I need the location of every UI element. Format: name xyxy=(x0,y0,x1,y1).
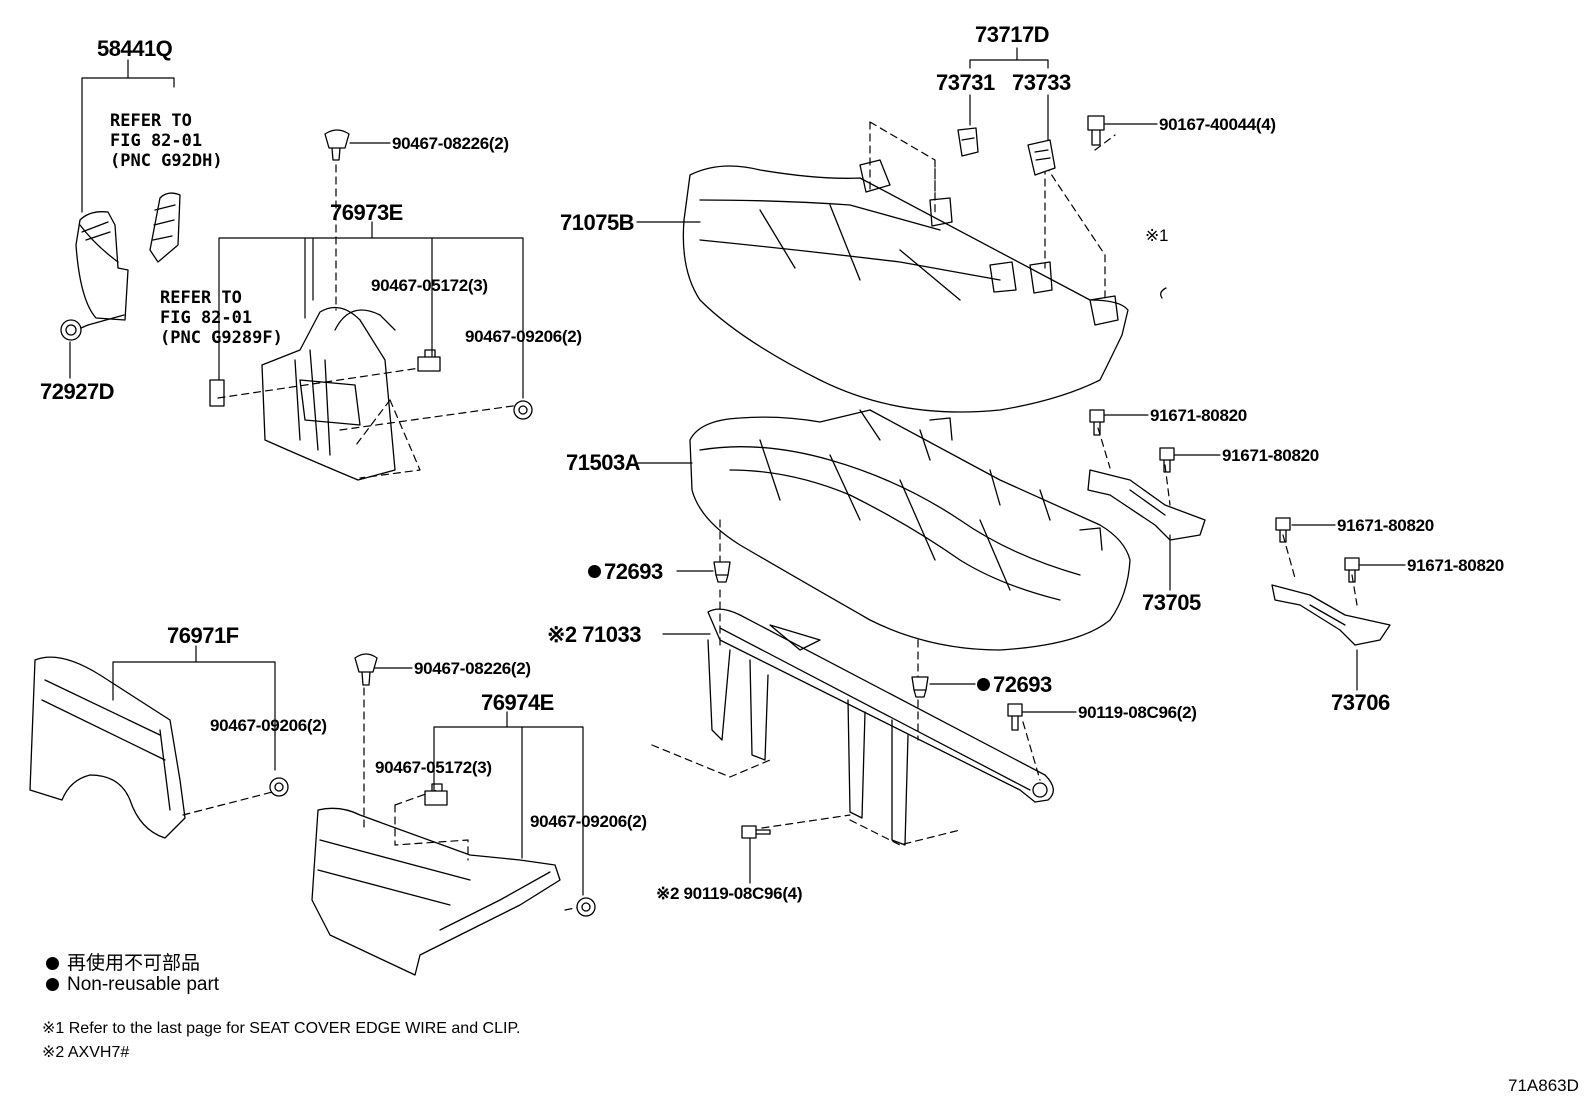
part-76971f xyxy=(29,656,186,839)
part-71503a xyxy=(689,409,1131,651)
part-76974e xyxy=(311,807,561,976)
label-73705[interactable]: 73705 xyxy=(1142,590,1201,615)
bolt-91671-b xyxy=(1159,447,1175,473)
bolt-91671-d xyxy=(1344,557,1360,583)
dashed-lines xyxy=(182,121,1358,911)
clip-72693-left xyxy=(713,561,731,583)
label-90467-05172-top[interactable]: 90467-05172(3) xyxy=(371,276,488,295)
leader-lines xyxy=(69,47,1406,896)
bolt-91671-a xyxy=(1089,409,1105,436)
label-90467-05172-bottom[interactable]: 90467-05172(3) xyxy=(375,758,492,777)
legend-ja-text: 再使用不可部品 xyxy=(67,953,201,974)
bolt-90119-08c96-2 xyxy=(1007,703,1023,731)
label-90467-09206-bottom[interactable]: 90467-09206(2) xyxy=(530,812,647,831)
non-reusable-dot-icon xyxy=(46,978,59,991)
label-91671-d[interactable]: 91671-80820 xyxy=(1407,556,1504,575)
label-76971f[interactable]: 76971F xyxy=(167,623,239,648)
clip-90467-05172-top xyxy=(417,349,441,372)
label-73706[interactable]: 73706 xyxy=(1331,690,1390,715)
clip-90467-09206-top xyxy=(513,400,533,420)
bolt-90119-08c96-4 xyxy=(741,825,771,839)
footnote-2: ※2 AXVH7# xyxy=(42,1044,130,1061)
clip-mark1 xyxy=(1160,287,1167,299)
label-76974e[interactable]: 76974E xyxy=(481,690,554,715)
hinge-73706 xyxy=(1271,584,1391,646)
label-90119-08c96-2[interactable]: 90119-08C96(2) xyxy=(1078,703,1197,722)
clip-73733 xyxy=(1027,139,1056,176)
label-58441q[interactable]: 58441Q xyxy=(97,36,173,61)
label-91671-b[interactable]: 91671-80820 xyxy=(1222,446,1319,465)
part-76973e xyxy=(209,306,396,481)
label-73731[interactable]: 73731 xyxy=(936,70,995,95)
part-71075b xyxy=(682,159,1129,413)
label-mark1: ※1 xyxy=(1145,226,1169,245)
non-reusable-dot-icon xyxy=(46,957,59,970)
label-73733[interactable]: 73733 xyxy=(1012,70,1071,95)
clip-90467-09206-bottom xyxy=(576,897,596,917)
label-71033[interactable]: ※2 71033 xyxy=(547,622,641,647)
non-reusable-dot-icon xyxy=(977,678,990,691)
clip-90467-08226-bottom xyxy=(354,653,378,686)
clip-90467-05172-bottom xyxy=(424,783,448,806)
label-72693-left[interactable]: 72693 xyxy=(588,561,663,583)
label-91671-c[interactable]: 91671-80820 xyxy=(1337,516,1434,535)
label-72927d[interactable]: 72927D xyxy=(40,379,115,404)
bolt-91671-c xyxy=(1275,517,1291,543)
refer-to-fig-g9289f[interactable]: REFER TO FIG 82-01 (PNC G9289F) xyxy=(160,288,283,348)
clip-90467-09206-left xyxy=(269,777,289,797)
clip-72693-right xyxy=(911,676,929,698)
bolt-90167-40044 xyxy=(1087,115,1105,146)
label-91671-a[interactable]: 91671-80820 xyxy=(1150,406,1247,425)
legend-non-reusable-ja: 再使用不可部品 xyxy=(46,948,200,975)
label-90167-40044[interactable]: 90167-40044(4) xyxy=(1159,115,1276,134)
footnote-1: ※1 Refer to the last page for SEAT COVER… xyxy=(42,1020,521,1037)
label-72693-right-text: 72693 xyxy=(993,672,1052,697)
label-76973e[interactable]: 76973E xyxy=(330,200,403,225)
refer-to-fig-g92dh[interactable]: REFER TO FIG 82-01 (PNC G92DH) xyxy=(110,111,223,171)
diagram-code: 71A863D xyxy=(1508,1076,1579,1095)
clip-90467-08226-top xyxy=(324,129,350,161)
label-71075b[interactable]: 71075B xyxy=(560,210,635,235)
part-71033 xyxy=(707,608,1054,846)
clip-72927d xyxy=(60,319,89,341)
label-73717d[interactable]: 73717D xyxy=(975,22,1050,47)
part-58441q xyxy=(75,192,181,321)
label-90467-08226-bottom[interactable]: 90467-08226(2) xyxy=(414,659,531,678)
non-reusable-dot-icon xyxy=(588,565,601,578)
label-90467-09206-top[interactable]: 90467-09206(2) xyxy=(465,327,582,346)
label-90119-08c96-4[interactable]: ※2 90119-08C96(4) xyxy=(656,884,803,903)
label-90467-09206-left[interactable]: 90467-09206(2) xyxy=(210,716,327,735)
label-72693-right[interactable]: 72693 xyxy=(977,674,1052,696)
label-90467-08226-top[interactable]: 90467-08226(2) xyxy=(392,134,509,153)
legend-en-text: Non-reusable part xyxy=(67,974,220,995)
label-72693-left-text: 72693 xyxy=(604,559,663,584)
hinge-73705 xyxy=(1087,469,1206,541)
label-71503a[interactable]: 71503A xyxy=(566,450,641,475)
clip-73731 xyxy=(957,127,979,157)
legend-non-reusable-en: Non-reusable part xyxy=(46,974,219,996)
